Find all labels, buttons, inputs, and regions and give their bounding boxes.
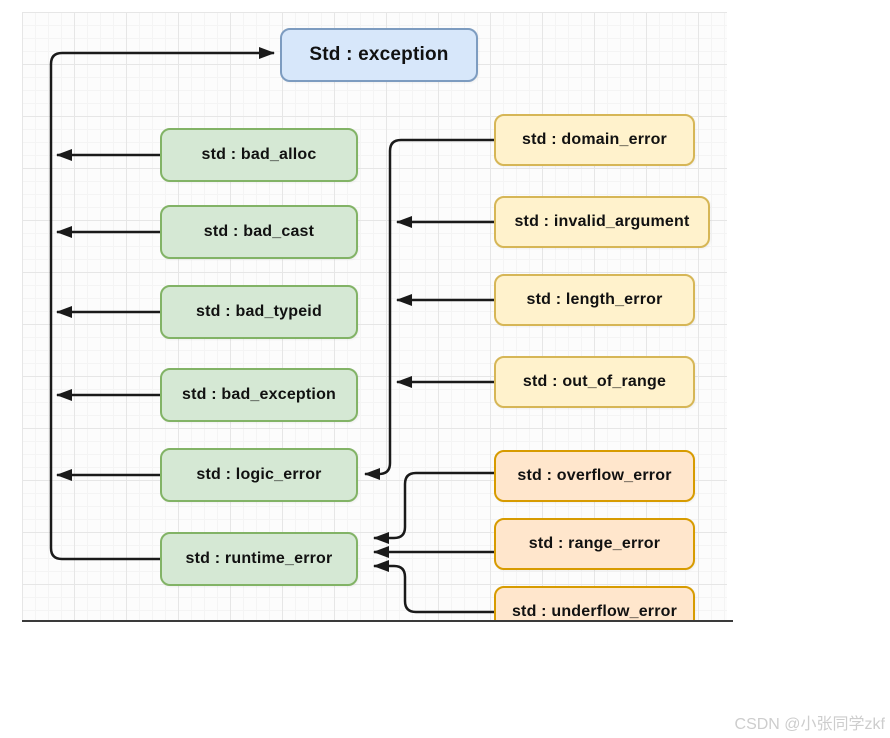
arrow-trunk-to-exception — [49, 47, 275, 561]
arrow-overflow-error-to-runtime — [373, 471, 494, 544]
arrow-domain-trunk-to-logic-error — [364, 138, 494, 480]
node-std-bad-cast: std : bad_cast — [160, 205, 358, 259]
node-std-length-error: std : length_error — [494, 274, 695, 326]
node-std-logic-error: std : logic_error — [160, 448, 358, 502]
csdn-watermark: CSDN @小张同学zkf — [734, 716, 885, 733]
node-std-exception: Std : exception — [280, 28, 478, 82]
node-std-overflow-error: std : overflow_error — [494, 450, 695, 502]
node-std-bad-exception: std : bad_exception — [160, 368, 358, 422]
node-std-range-error: std : range_error — [494, 518, 695, 570]
diagram-bottom-border — [22, 620, 733, 622]
bottom-whitespace — [0, 622, 890, 738]
arrow-underflow-error-to-runtime — [373, 560, 494, 614]
node-std-bad-typeid: std : bad_typeid — [160, 285, 358, 339]
node-std-invalid-argument: std : invalid_argument — [494, 196, 710, 248]
node-std-bad-alloc: std : bad_alloc — [160, 128, 358, 182]
node-std-domain-error: std : domain_error — [494, 114, 695, 166]
node-std-runtime-error: std : runtime_error — [160, 532, 358, 586]
node-std-out-of-range: std : out_of_range — [494, 356, 695, 408]
